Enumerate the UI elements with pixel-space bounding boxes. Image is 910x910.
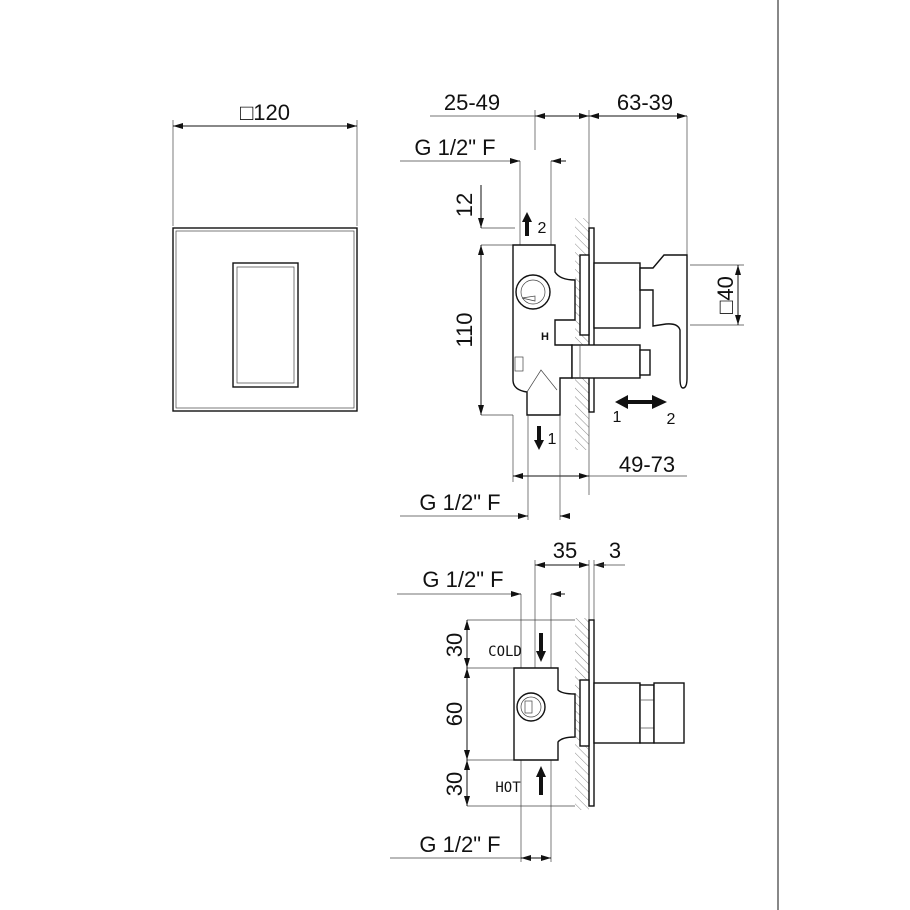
plate-dimension: 3: [609, 538, 621, 563]
handle-dimension: □40: [713, 276, 738, 314]
cartridge-sleeve: [593, 262, 641, 329]
cover-plate-side: [588, 227, 595, 413]
cartridge-sleeve-top: [593, 682, 641, 744]
diverter-double-arrow-icon: [615, 395, 667, 409]
hot-arrow-icon: [536, 766, 546, 795]
diverter-position-1: 1: [613, 409, 622, 426]
diverter-stem: [571, 344, 641, 379]
thread-bottom: G 1/2" F: [419, 832, 500, 857]
front-view: □120: [172, 100, 358, 412]
middle-dimension: 60: [442, 702, 467, 726]
depth-min-dimension: 25-49: [444, 90, 500, 115]
diverter-position-2: 2: [667, 411, 676, 428]
cold-label: COLD: [488, 644, 522, 660]
outlet-2-arrow-icon: [522, 212, 532, 236]
outlet-2-label: 2: [538, 220, 547, 237]
valve-body-top: [513, 667, 576, 761]
inlet-thread-bottom: G 1/2" F: [419, 490, 500, 515]
projection-dimension: 49-73: [619, 452, 675, 477]
hot-label: HOT: [495, 780, 521, 796]
top-offset-dimension: 12: [452, 193, 477, 217]
lower-dimension: 30: [442, 772, 467, 796]
inlet-thread-top: G 1/2" F: [414, 135, 495, 160]
lever-handle: [232, 262, 299, 388]
thread-top: G 1/2" F: [422, 567, 503, 592]
depth-max-dimension: 63-39: [617, 90, 673, 115]
lever-handle-side: [639, 254, 688, 389]
stem-cap: [653, 682, 685, 744]
top-view: 35 3 G 1/2" F 30 60 30: [390, 538, 685, 862]
valve-body: [512, 244, 576, 416]
side-view: 25-49 63-39 G 1/2" F 12 110 H: [400, 90, 744, 520]
depth-dimension: 35: [553, 538, 577, 563]
height-dimension: 110: [452, 312, 477, 347]
outlet-1-label: 1: [548, 431, 557, 448]
outlet-1-arrow-icon: [534, 426, 544, 450]
body-marking: H: [541, 331, 549, 343]
upper-dimension: 30: [442, 633, 467, 657]
width-dimension: □120: [240, 100, 290, 125]
cold-arrow-icon: [536, 633, 546, 662]
nut: [639, 684, 655, 744]
